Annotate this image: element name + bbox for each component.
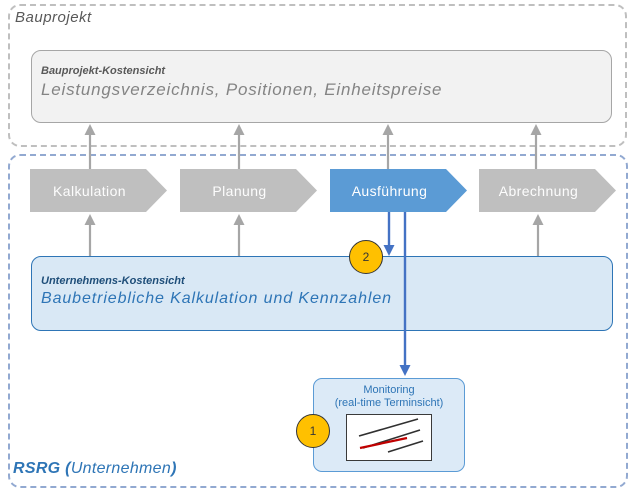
rsrg-label-suffix: ): [171, 460, 177, 477]
down-arrow-ausfuehrung-to-companybox-icon: [383, 212, 395, 256]
phase-label: Abrechnung: [498, 182, 579, 199]
bauprojekt-container: [8, 4, 627, 147]
monitoring-subtitle: (real-time Terminsicht): [334, 397, 444, 409]
rsrg-label-name: Unternehmen: [70, 460, 172, 477]
up-arrow-companybox-to-planung-icon: [233, 214, 245, 257]
step-badge-1: 1: [296, 414, 330, 448]
phase-chevron-kalkulation: Kalkulation: [30, 169, 167, 212]
bauprojekt-cost-subtitle: Leistungsverzeichnis, Positionen, Einhei…: [41, 80, 443, 99]
phase-chevron-planung: Planung: [180, 169, 317, 212]
company-cost-subtitle: Baubetriebliche Kalkulation und Kennzahl…: [41, 290, 392, 307]
up-arrow-companybox-to-abrechnung-icon: [532, 214, 544, 257]
bauprojekt-cost-box: Bauprojekt-Kostensicht Leistungsverzeich…: [31, 50, 612, 123]
up-arrow-companybox-to-kalkulation-icon: [84, 214, 96, 257]
phase-label: Kalkulation: [53, 182, 126, 199]
phase-label: Planung: [212, 182, 267, 199]
time-distance-chart-icon: [358, 418, 424, 453]
rsrg-container: [8, 154, 628, 488]
step-badge-2: 2: [349, 240, 383, 274]
phase-chevron-ausfuehrung: Ausführung: [330, 169, 467, 212]
up-arrow-planung-to-costview-icon: [233, 124, 245, 170]
rsrg-label: RSRG (Unternehmen): [13, 460, 177, 478]
company-cost-box: Unternehmens-Kostensicht Baubetriebliche…: [31, 256, 613, 331]
monitoring-box: Monitoring (real-time Terminsicht): [313, 378, 465, 472]
company-cost-title: Unternehmens-Kostensicht: [41, 275, 185, 287]
bauprojekt-cost-title: Bauprojekt-Kostensicht: [41, 65, 166, 77]
up-arrow-kalkulation-to-costview-icon: [84, 124, 96, 170]
phase-label: Ausführung: [351, 182, 428, 199]
up-arrow-ausfuehrung-to-costview-icon: [382, 124, 394, 170]
badge-number: 1: [309, 424, 317, 438]
phase-chevron-abrechnung: Abrechnung: [479, 169, 616, 212]
up-arrow-abrechnung-to-costview-icon: [530, 124, 542, 170]
down-arrow-ausfuehrung-to-monitoring-icon: [399, 212, 411, 376]
rsrg-label-prefix: RSRG (: [13, 460, 71, 477]
monitoring-chart-frame: [346, 414, 432, 461]
badge-number: 2: [362, 250, 370, 264]
bauprojekt-label: Bauprojekt: [15, 9, 92, 26]
monitoring-title: Monitoring: [363, 384, 415, 396]
